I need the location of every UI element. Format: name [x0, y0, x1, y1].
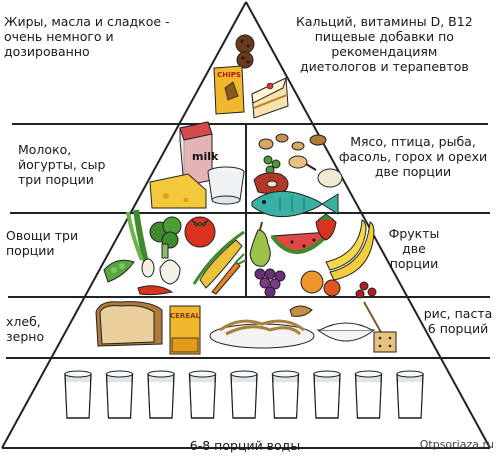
corn-icon: [192, 230, 245, 289]
bread-loaf-icon: [95, 301, 163, 347]
pyramid-outline: [1, 1, 491, 449]
garlic-icon: [159, 259, 181, 285]
carrot-icon: [211, 253, 247, 295]
cherries-icon: [355, 281, 377, 299]
water-glass-icon: [147, 370, 175, 419]
peas-icon: [263, 155, 281, 175]
top-right-label: Кальций, витамины D, B12 пищевые добавки…: [296, 14, 473, 74]
fruits-label: Фрукты две порции: [388, 226, 440, 271]
source-caption: Otpsoriaza.ru: [420, 438, 494, 451]
cheese-icon: [149, 173, 207, 209]
top-left-label: Жиры, масла и сладкое - очень немного и …: [4, 14, 170, 59]
meat-label: Мясо, птица, рыба, фасоль, горох и орехи…: [338, 134, 488, 179]
cereal-label: CEREAL: [170, 312, 201, 320]
cookies-icon: [235, 34, 255, 69]
vegetables-label: Овощи три порции: [6, 228, 79, 258]
chips-bag-icon: [213, 65, 245, 115]
water-glass-icon: [396, 370, 424, 419]
rice-label: рис, паста 6 порций: [423, 306, 493, 336]
chili-pepper-icon: [137, 285, 174, 296]
steak-icon: [253, 172, 289, 195]
grapes-icon: [254, 268, 286, 298]
croissant-icon: [289, 305, 313, 317]
rice-bowl-icon: [316, 301, 383, 342]
chips-label: CHIPS: [217, 71, 241, 79]
banana-icon: [325, 219, 375, 281]
water-glasses: [64, 370, 424, 419]
chicken-icon: [305, 163, 343, 188]
tomato-icon: [184, 216, 216, 248]
water-glass-icon: [271, 370, 300, 419]
dairy-label: Молоко, йогурты, сыр три порции: [18, 142, 106, 187]
leek-icon: [126, 209, 155, 278]
pea-pod-icon: [103, 259, 135, 283]
cracker-icon: [373, 331, 397, 353]
water-label: 6-8 порций воды: [189, 438, 301, 453]
fish-icon: [251, 190, 339, 218]
cake-slice-icon: [251, 77, 289, 119]
water-glass-icon: [354, 370, 383, 419]
water-glass-icon: [188, 370, 217, 419]
cereal-box-icon: [169, 305, 201, 355]
strawberry-icon: [315, 213, 337, 241]
milk-carton-icon: [179, 121, 213, 187]
milk-label: milk: [192, 150, 219, 163]
water-glass-icon: [313, 370, 341, 419]
yogurt-cup-icon: [207, 166, 245, 205]
pasta-plate-icon: [209, 319, 315, 349]
water-glass-icon: [230, 370, 258, 419]
water-glass-icon: [105, 370, 134, 419]
bread-label: хлеб, зерно: [6, 314, 45, 344]
nuts-icon: [258, 133, 327, 169]
pear-icon: [249, 221, 271, 267]
broccoli-icon: [149, 216, 182, 259]
water-glass-icon: [64, 370, 92, 419]
orange-icon: [300, 270, 341, 297]
